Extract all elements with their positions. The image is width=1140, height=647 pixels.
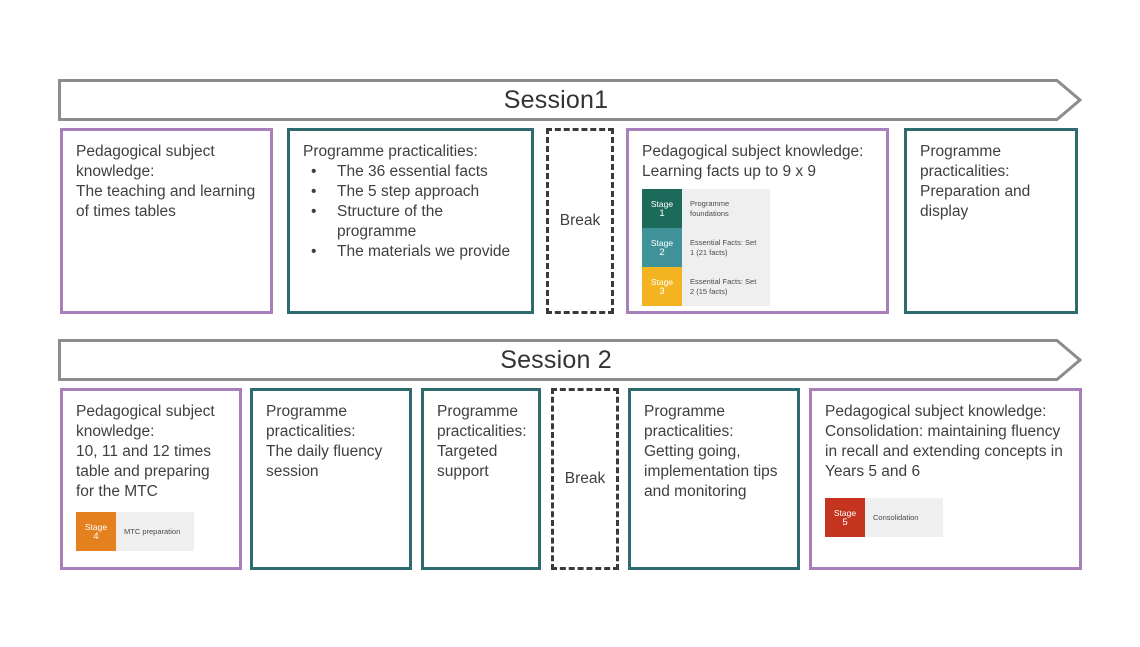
stage-chip-desc: Essential Facts: Set 2 (15 facts) <box>690 276 757 296</box>
card-title: Pedagogical subject knowledge: 10, 11 an… <box>76 403 215 500</box>
card-s2-targeted-support[interactable]: Programme practicalities: Targeted suppo… <box>421 388 541 570</box>
stage-chip-label: Stage <box>650 198 674 209</box>
break-label: Break <box>559 212 601 229</box>
stage-chip-strip: Stage 4 MTC preparation <box>76 512 194 551</box>
card-s1-programme-practicalities[interactable]: Programme practicalities: • The 36 essent… <box>287 128 534 314</box>
banner-arrow-shape <box>58 79 1082 121</box>
stage-chip-5: Stage 5 <box>825 498 865 537</box>
stage-row: Stage 1 Programme foundations <box>642 189 770 228</box>
stage-row: Stage 3 Essential Facts: Set 2 (15 facts… <box>642 267 770 306</box>
list-item-label: The 5 step approach <box>337 183 480 200</box>
stage-chip-4: Stage 4 <box>76 512 116 551</box>
stage-chip-1: Stage 1 <box>642 189 682 228</box>
stage-chip-desc: MTC preparation <box>124 526 181 536</box>
break-label: Break <box>564 470 606 487</box>
bullet-dot-icon: • <box>311 163 317 180</box>
stage-chip-desc: Essential Facts: Set 1 (21 facts) <box>690 237 757 257</box>
card-title: Programme practicalities: Targeted suppo… <box>437 403 527 480</box>
list-item: • The 36 essential facts <box>303 162 520 182</box>
card-s2-consolidation[interactable]: Pedagogical subject knowledge: Consolida… <box>809 388 1082 570</box>
card-title: Pedagogical subject knowledge: Consolida… <box>825 403 1063 480</box>
card-s2-times-tables-mtc[interactable]: Pedagogical subject knowledge: 10, 11 an… <box>60 388 242 570</box>
stage-row: Stage 5 Consolidation <box>825 498 943 537</box>
list-item: • The 5 step approach <box>303 182 520 202</box>
list-item-label: The 36 essential facts <box>337 163 488 180</box>
list-item: • The materials we provide <box>303 242 520 262</box>
session-banner-2: Session 2 <box>58 339 1082 381</box>
stage-chip-strip: Stage 1 Programme foundations Stage 2 Es… <box>642 189 770 306</box>
stage-chip-number: 5 <box>842 516 848 528</box>
card-s2-getting-going[interactable]: Programme practicalities: Getting going,… <box>628 388 800 570</box>
stage-chip-number: 3 <box>659 285 665 297</box>
card-s1-learning-facts[interactable]: Pedagogical subject knowledge: Learning … <box>626 128 889 314</box>
card-s2-break[interactable]: Break <box>551 388 619 570</box>
list-item-label: Structure of the programme <box>337 203 443 240</box>
card-title: Programme practicalities: <box>303 143 478 160</box>
stage-chip-number: 2 <box>659 246 665 258</box>
stage-chip-2: Stage 2 <box>642 228 682 267</box>
stage-chip-desc: Programme foundations <box>690 198 730 218</box>
card-s1-break[interactable]: Break <box>546 128 614 314</box>
session-banner-2-label: Session 2 <box>500 345 612 374</box>
stage-chip-3: Stage 3 <box>642 267 682 306</box>
session-banner-1-label: Session1 <box>503 85 609 114</box>
card-title: Programme practicalities: The daily flue… <box>266 403 383 480</box>
stage-chip-strip: Stage 5 Consolidation <box>825 498 943 537</box>
stage-chip-label: Stage <box>833 507 857 518</box>
session-banner-1: Session1 <box>58 79 1082 121</box>
card-title: Pedagogical subject knowledge: The teach… <box>76 143 256 220</box>
card-s2-daily-fluency-session[interactable]: Programme practicalities: The daily flue… <box>250 388 412 570</box>
stage-chip-label: Stage <box>650 276 674 287</box>
bullet-dot-icon: • <box>311 203 317 220</box>
stage-chip-number: 1 <box>659 207 665 219</box>
stage-chip-desc: Consolidation <box>873 512 919 522</box>
list-item-label: The materials we provide <box>337 243 511 260</box>
stage-chip-number: 4 <box>93 530 99 542</box>
stage-row: Stage 4 MTC preparation <box>76 512 194 551</box>
card-title: Pedagogical subject knowledge: Learning … <box>642 143 864 180</box>
stage-chip-label: Stage <box>650 237 674 248</box>
bullet-list: • The 36 essential facts • The 5 step appr… <box>303 162 520 262</box>
card-s1-pedagogical-subject-knowledge[interactable]: Pedagogical subject knowledge: The teach… <box>60 128 273 314</box>
card-title: Programme practicalities: Getting going,… <box>644 403 778 500</box>
bullet-dot-icon: • <box>311 243 317 260</box>
card-s1-preparation-and-display[interactable]: Programme practicalities: Preparation an… <box>904 128 1078 314</box>
stage-row: Stage 2 Essential Facts: Set 1 (21 facts… <box>642 228 770 267</box>
list-item: • Structure of the programme <box>303 202 520 242</box>
bullet-dot-icon: • <box>311 183 317 200</box>
banner-arrow-shape <box>58 339 1082 381</box>
card-title: Programme practicalities: Preparation an… <box>920 143 1031 220</box>
stage-chip-label: Stage <box>84 521 108 532</box>
